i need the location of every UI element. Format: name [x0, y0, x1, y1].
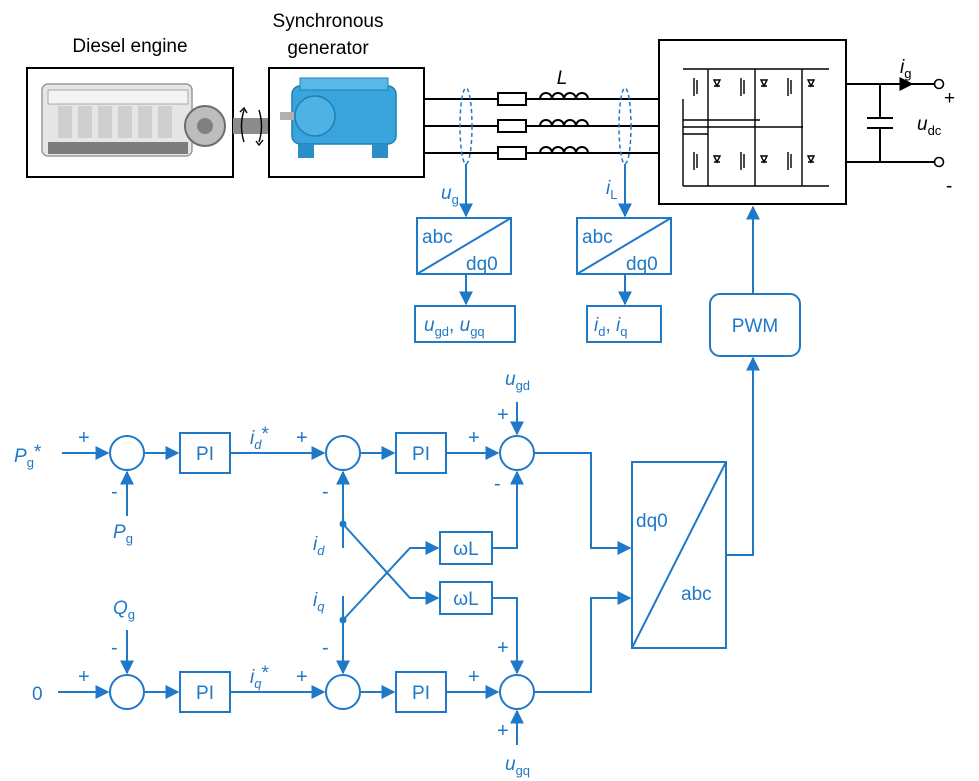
ug-label: ug	[441, 183, 459, 207]
voltage-measurement-ellipse	[459, 87, 473, 165]
qg-fb-label: Qg	[113, 598, 135, 622]
pi-current-q	[395, 671, 447, 713]
omega-l-q-label: ωL	[453, 589, 478, 610]
generator-label: generator	[287, 38, 369, 59]
pi-power-d-label: PI	[196, 444, 214, 465]
iq-ref-plus: +	[296, 666, 308, 688]
id-fb-label: id	[313, 534, 325, 558]
omega-l-q-block	[439, 581, 493, 615]
iq-ref-label: iq*	[250, 663, 269, 691]
vd-plus: +	[468, 427, 480, 449]
id-to-omegal-q	[342, 523, 440, 605]
q-ref-label: 0	[32, 684, 43, 705]
ig-label: ig	[900, 57, 911, 81]
id-ref-label: id*	[250, 424, 269, 452]
ugq-ff-label: ugq	[505, 754, 530, 778]
svg-text:abc: abc	[582, 227, 613, 248]
vd-sum	[499, 435, 535, 471]
dq0-abc-transform: dq0 abc	[631, 461, 727, 649]
udc-label: udc	[917, 114, 942, 138]
inverse-to-pwm-arrow	[726, 356, 760, 556]
pi-current-d	[395, 432, 447, 474]
il-label: iL	[606, 178, 617, 202]
vq-to-inverse-arrow	[534, 591, 632, 693]
line-inductors	[539, 92, 589, 154]
ugq-ff-plus: +	[497, 720, 509, 742]
iq-fb-minus: -	[322, 637, 329, 659]
id-error-sum	[325, 435, 361, 471]
pg-ref-label: Pg*	[14, 442, 42, 470]
svg-text:abc: abc	[422, 227, 453, 248]
coupling-shaft	[233, 106, 269, 147]
iq-error-sum	[325, 674, 361, 710]
omega-l-d-label: ωL	[453, 539, 478, 560]
pi-power-q-label: PI	[196, 683, 214, 704]
id-ref-plus: +	[296, 427, 308, 449]
abc-dq0-transform-current: abc dq0	[576, 217, 672, 275]
dc-link-capacitor	[867, 84, 893, 162]
vd-to-inverse-arrow	[534, 452, 632, 555]
dc-plus-sign: +	[944, 88, 955, 109]
omegal-d-to-vd-arrow	[492, 470, 524, 549]
converter-bridge	[658, 39, 847, 205]
pg-fb-label: Pg	[113, 522, 133, 546]
power-error-sum	[109, 435, 145, 471]
il-dq-output-box: id, iq	[586, 305, 662, 343]
abc-dq0-transform-voltage: abc dq0	[416, 217, 512, 275]
svg-text:dq0: dq0	[626, 254, 658, 275]
svg-text:dq0: dq0	[636, 511, 668, 532]
vq-cross-plus: +	[497, 637, 509, 659]
svg-text:abc: abc	[681, 584, 712, 605]
dc-positive-terminal	[933, 78, 945, 90]
vq-sum	[499, 674, 535, 710]
omegal-q-to-vq-arrow	[492, 597, 524, 675]
ugd-ff-plus: +	[497, 404, 509, 426]
svg-text:id, iq: id, iq	[594, 315, 628, 339]
svg-text:ugd, ugq: ugd, ugq	[424, 315, 485, 339]
synchronous-generator-picture	[268, 67, 425, 178]
id-fb-minus: -	[322, 481, 329, 503]
ug-dq-output-box: ugd, ugq	[414, 305, 516, 343]
pg-ref-plus: +	[78, 427, 90, 449]
svg-text:dq0: dq0	[466, 254, 498, 275]
ugd-ff-label: ugd	[505, 369, 530, 393]
pwm-block	[709, 293, 801, 357]
q-ref-plus: +	[78, 666, 90, 688]
dc-negative-terminal	[933, 156, 945, 168]
pg-fb-minus: -	[111, 481, 118, 503]
reactive-error-sum	[109, 674, 145, 710]
vq-plus: +	[468, 666, 480, 688]
pi-current-d-label: PI	[412, 444, 430, 465]
pi-current-q-label: PI	[412, 683, 430, 704]
current-measurement-ellipse	[618, 87, 632, 165]
iq-to-omegal-d	[342, 541, 440, 621]
dc-minus-sign: -	[946, 176, 952, 197]
iq-fb-label: iq	[313, 590, 325, 614]
vd-cross-minus: -	[494, 473, 501, 495]
inductor-label: L	[557, 68, 568, 89]
synchronous-label: Synchronous	[273, 11, 384, 32]
pwm-label: PWM	[732, 316, 778, 337]
line-resistors	[497, 92, 527, 160]
diesel-engine-label: Diesel engine	[72, 36, 187, 57]
diesel-engine-picture	[26, 67, 234, 178]
qg-fb-minus: -	[111, 637, 118, 659]
